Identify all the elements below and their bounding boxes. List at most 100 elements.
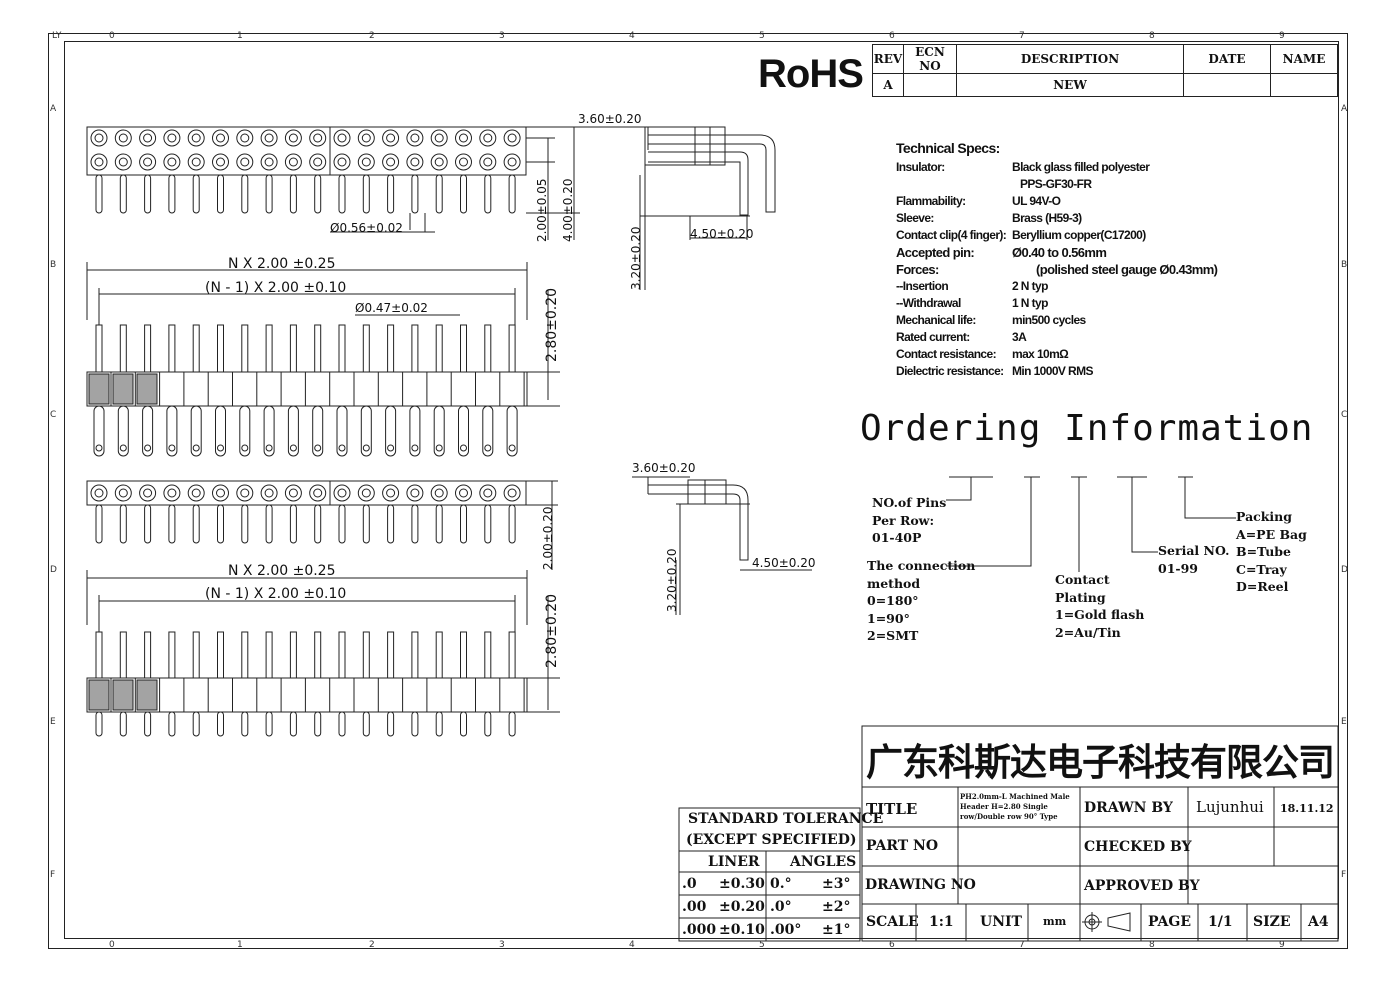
tolerance-cell: ±0.30 <box>719 876 765 892</box>
socket-hole <box>386 157 396 167</box>
ruler-row-letter: B <box>1341 260 1348 270</box>
socket-hole <box>143 133 153 143</box>
socket-hole <box>191 133 201 143</box>
socket-hole <box>139 129 157 147</box>
socket-hole <box>191 488 201 498</box>
dimension-label: (N - 1) X 2.00 ±0.10 <box>205 280 346 296</box>
socket-hole <box>313 157 323 167</box>
socket-hole <box>216 133 225 143</box>
spec-value: Ø0.40 to 0.56mm <box>1012 245 1107 260</box>
ruler-col-number: 9 <box>1279 31 1285 41</box>
ruler-col-number: 9 <box>1279 940 1285 950</box>
pin-end <box>435 444 443 452</box>
ruler-col-number: 1 <box>237 31 243 41</box>
spec-row: Mechanical life:min500 cycles <box>896 312 1086 329</box>
dimension-label: 2.80±0.20 <box>544 288 560 362</box>
pin <box>508 504 516 544</box>
bent-pin <box>648 484 749 561</box>
checked-by-label: CHECKED BY <box>1084 839 1192 855</box>
drawn-by-value: Lujunhui <box>1196 798 1264 816</box>
ruler-row-letter: E <box>1341 717 1347 727</box>
ruler-col-number: 6 <box>889 31 895 41</box>
socket-hole <box>118 488 128 498</box>
pin <box>241 504 249 544</box>
socket-hole <box>309 484 327 502</box>
tolerance-cell: 0.° <box>770 876 792 892</box>
socket-hole <box>483 488 493 498</box>
socket-hole <box>333 129 351 147</box>
socket-hole <box>459 133 468 143</box>
header-body <box>86 371 528 407</box>
socket-hole <box>240 488 250 498</box>
socket-hole <box>284 129 302 147</box>
socket-hole <box>284 153 302 171</box>
hatch <box>136 373 158 405</box>
socket-hole <box>163 153 181 171</box>
hatch <box>112 679 134 711</box>
tolerance-cell: ±1° <box>822 922 851 938</box>
hatch <box>88 679 110 711</box>
socket-hole <box>434 133 444 143</box>
pin <box>241 174 249 214</box>
socket-hole <box>212 153 229 171</box>
ordering-pins: NO.of Pins Per Row: 01-40P <box>872 495 947 545</box>
socket-hole <box>507 157 517 167</box>
double-row-housing <box>86 126 527 176</box>
tolerance-title: STANDARD TOLERANCE <box>688 811 884 827</box>
spec-value: min500 cycles <box>1012 313 1086 327</box>
spec-label: Forces: <box>896 262 939 277</box>
socket-hole <box>503 153 521 171</box>
socket-hole <box>167 488 177 498</box>
socket-hole <box>167 157 177 167</box>
spec-value: (polished steel gauge Ø0.43mm) <box>1036 262 1218 277</box>
socket-hole <box>430 153 448 171</box>
tolerance-cell: .00° <box>770 922 802 938</box>
bent-pin <box>648 151 749 216</box>
date-value <box>1183 73 1271 97</box>
socket-hole <box>114 129 132 147</box>
spec-label: Insulator: <box>896 160 945 174</box>
socket-hole <box>357 129 375 147</box>
socket-hole <box>434 157 444 167</box>
part-no-label: PART NO <box>866 838 939 854</box>
pin <box>387 174 395 214</box>
pin <box>265 174 273 214</box>
drawn-by-label: DRAWN BY <box>1084 800 1173 816</box>
ruler-row-letter: D <box>50 565 57 575</box>
dimension-label: 3.60±0.20 <box>632 461 696 475</box>
spec-value: Beryllium copper(C17200) <box>1012 228 1146 242</box>
socket-hole <box>264 157 274 167</box>
pin <box>168 174 176 214</box>
socket-hole <box>483 133 493 143</box>
drawing-frame <box>48 33 1348 949</box>
socket-hole <box>459 488 468 498</box>
size-label: SIZE <box>1253 914 1291 930</box>
socket-hole <box>212 484 229 502</box>
tolerance-cell: ±2° <box>822 899 851 915</box>
dimension-label: 2.00±0.20 <box>541 507 555 571</box>
socket-hole <box>94 133 104 143</box>
dimension-label: 2.80±0.20 <box>544 594 560 668</box>
socket-hole <box>191 157 201 167</box>
socket-hole <box>264 488 274 498</box>
ruler-row-letter: F <box>1341 870 1347 880</box>
ruler-col-number: 5 <box>759 940 765 950</box>
pin <box>460 504 467 544</box>
revision-table: REV ECN NO DESCRIPTION DATE NAME A NEW <box>872 44 1338 97</box>
tolerance-cell: ±3° <box>822 876 851 892</box>
ruler-row-letter: A <box>50 104 57 114</box>
date-header: DATE <box>1183 44 1271 74</box>
socket-hole <box>333 153 351 171</box>
socket-hole <box>479 129 497 147</box>
spec-row: Forces: (polished steel gauge Ø0.43mm) <box>896 261 1218 278</box>
pin-end <box>192 444 200 452</box>
scale-label: SCALE <box>866 914 919 930</box>
socket-hole <box>357 484 375 502</box>
pin-end <box>460 444 467 452</box>
pin <box>411 174 419 214</box>
pin-end <box>119 444 127 452</box>
